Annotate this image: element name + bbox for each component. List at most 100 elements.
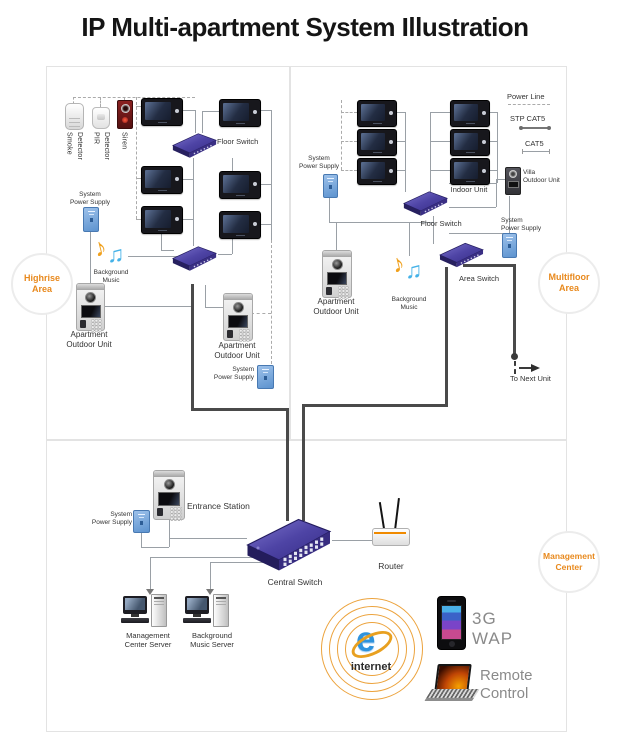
backbone-line xyxy=(191,408,289,411)
indoor-unit-monitor xyxy=(357,100,397,127)
internet-ring xyxy=(329,606,415,692)
legend-power-line-sample xyxy=(508,104,550,105)
floor-switch xyxy=(403,191,448,217)
server-arrow-icon xyxy=(206,589,214,595)
connection-line xyxy=(103,306,192,307)
system-power-supply xyxy=(502,233,517,258)
backbone-line xyxy=(445,267,448,407)
indoor-unit-monitor xyxy=(219,99,261,127)
power-line xyxy=(341,170,357,171)
internet-label: internet xyxy=(350,661,392,673)
connection-line xyxy=(449,207,496,208)
to-next-unit-node xyxy=(511,353,518,360)
connection-line xyxy=(329,222,433,223)
internet-ring xyxy=(321,598,423,700)
connection-line xyxy=(193,158,194,246)
connection-line xyxy=(259,184,271,185)
multifloor-area-badge: Multifloor Area xyxy=(538,252,600,314)
background-music-icon: ♪♫ xyxy=(388,248,423,283)
connection-line xyxy=(90,230,91,283)
connection-line xyxy=(395,141,405,142)
connection-line xyxy=(259,224,271,225)
central-switch-label: Central Switch xyxy=(267,577,323,587)
indoor-unit-label: Indoor Unit xyxy=(450,185,488,194)
connection-line xyxy=(181,219,193,220)
siren-icon xyxy=(117,100,133,129)
connection-line xyxy=(329,196,330,222)
smoke-detector-icon xyxy=(65,103,84,130)
connection-line xyxy=(161,250,174,251)
connection-line xyxy=(169,538,247,539)
power-line xyxy=(136,106,142,107)
entrance-station-label: Entrance Station xyxy=(187,501,250,511)
indoor-unit-monitor xyxy=(450,129,490,156)
to-next-unit-line xyxy=(519,367,531,369)
villa-outdoor-unit xyxy=(505,167,521,195)
legend-cat5-label: CAT5 xyxy=(525,139,544,148)
connection-line xyxy=(210,562,211,591)
connection-line xyxy=(169,538,170,547)
management-center-server-icon xyxy=(121,594,175,630)
connection-line xyxy=(433,216,434,244)
legend-cat5-tick xyxy=(522,149,523,154)
legend-cat5-sample xyxy=(522,151,550,152)
page-title: IP Multi-apartment System Illustration xyxy=(81,12,529,42)
power-line xyxy=(73,97,74,104)
connection-line xyxy=(430,112,431,192)
connection-line xyxy=(395,170,405,171)
power-line xyxy=(271,240,272,364)
indoor-unit-monitor xyxy=(141,206,183,234)
connection-line xyxy=(181,110,195,111)
connection-line xyxy=(509,196,510,233)
internet-explorer-icon: e xyxy=(347,620,397,664)
indoor-unit-monitor xyxy=(357,158,397,185)
area-switch-label: Area Switch xyxy=(458,274,500,283)
connection-line xyxy=(395,112,405,113)
floor-switch xyxy=(172,133,217,159)
management-center-badge: Management Center xyxy=(538,531,600,593)
connection-line xyxy=(202,111,203,133)
system-power-supply xyxy=(133,510,150,533)
backbone-line xyxy=(286,408,289,521)
connection-line xyxy=(161,232,162,250)
backbone-line xyxy=(302,404,448,407)
floor-switch xyxy=(172,246,217,272)
connection-line xyxy=(232,158,233,171)
power-line xyxy=(341,112,357,113)
router-icon xyxy=(372,497,410,546)
connection-line xyxy=(336,222,337,252)
badge-label: Area xyxy=(558,283,579,293)
connection-line xyxy=(150,557,151,591)
connection-line xyxy=(488,170,497,171)
to-next-unit-line xyxy=(513,264,516,355)
connection-line xyxy=(488,112,497,113)
connection-line xyxy=(430,170,450,171)
to-next-unit-line xyxy=(514,361,516,374)
power-line xyxy=(124,97,125,101)
legend-stp-cat5-label: STP CAT5 xyxy=(510,114,546,123)
system-power-supply xyxy=(257,365,274,389)
connection-line xyxy=(218,254,232,255)
badge-label: Management xyxy=(543,551,595,561)
3g-wap-label: 3G WAP xyxy=(472,609,514,649)
connection-line xyxy=(205,285,206,307)
power-line xyxy=(73,97,195,98)
legend-cat5-tick xyxy=(549,149,550,154)
connection-line xyxy=(430,112,450,113)
legend-stp-cat5-sample xyxy=(521,127,549,129)
indoor-unit-monitor xyxy=(141,98,183,126)
pir-detector-icon xyxy=(92,107,110,129)
background-music-server-icon xyxy=(183,594,237,630)
backbone-line xyxy=(191,284,194,411)
apartment-outdoor-unit xyxy=(223,293,253,342)
